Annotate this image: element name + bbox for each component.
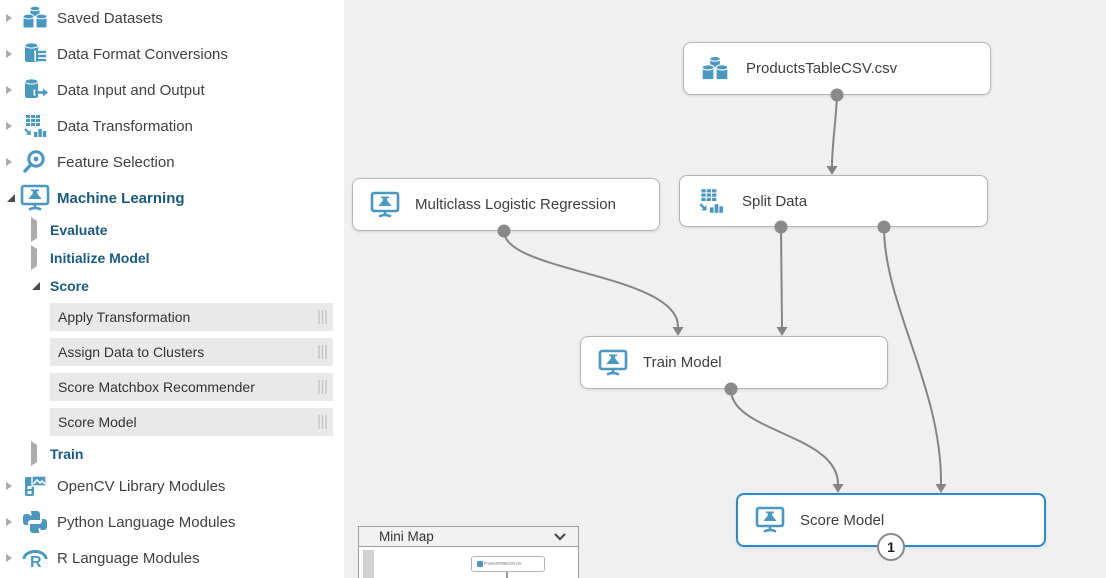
- chevron-expanded-icon[interactable]: [31, 281, 41, 291]
- sidebar-item-label: Machine Learning: [57, 189, 185, 207]
- sidebar-item-label: Data Transformation: [57, 117, 193, 135]
- connection-train-to-score[interactable]: [729, 388, 839, 485]
- node-label: ProductsTableCSV.csv: [746, 60, 898, 77]
- node-products-table-csv[interactable]: ProductsTableCSV.csv: [683, 42, 991, 95]
- chevron-right-icon[interactable]: [6, 49, 16, 59]
- minimap-panel: Mini Map ProductsTableCSV.csv: [358, 526, 579, 578]
- drag-grip-icon[interactable]: [318, 380, 327, 394]
- module-score-matchbox-recommender[interactable]: Score Matchbox Recommender: [50, 373, 333, 401]
- sidebar-item-label: Initialize Model: [50, 250, 150, 266]
- output-port[interactable]: [724, 382, 738, 396]
- split-data-icon: [696, 187, 728, 215]
- chevron-right-icon[interactable]: [6, 553, 16, 563]
- node-label: Split Data: [742, 192, 808, 210]
- arrowhead-icon: [826, 166, 838, 175]
- drag-grip-icon[interactable]: [318, 345, 327, 359]
- connection-mlr-to-train[interactable]: [502, 230, 680, 328]
- arrowhead-icon: [672, 327, 684, 336]
- chevron-right-icon[interactable]: [6, 13, 16, 23]
- sidebar-item-label: Python Language Modules: [57, 513, 236, 531]
- chevron-right-icon[interactable]: [31, 441, 37, 466]
- node-train-model[interactable]: Train Model: [580, 336, 888, 389]
- svg-text:R: R: [30, 554, 42, 571]
- chevron-down-icon[interactable]: [554, 533, 566, 541]
- minimap-body[interactable]: ProductsTableCSV.csv: [358, 547, 579, 578]
- module-label: Score Matchbox Recommender: [58, 379, 255, 395]
- dataset-icon: [700, 55, 732, 83]
- output-port[interactable]: [830, 88, 844, 102]
- module-apply-transformation[interactable]: Apply Transformation: [50, 303, 333, 331]
- drag-grip-icon[interactable]: [318, 310, 327, 324]
- minimap-title: Mini Map: [379, 529, 434, 544]
- sidebar-item-label: Data Input and Output: [57, 81, 205, 99]
- machine-learning-icon: [597, 349, 629, 377]
- minimap-node-label: ProductsTableCSV.csv: [484, 562, 522, 566]
- sidebar-item-label: Evaluate: [50, 222, 108, 238]
- arrowhead-icon: [776, 327, 788, 336]
- arrowhead-icon: [832, 484, 844, 493]
- module-label: Assign Data to Clusters: [58, 344, 205, 360]
- node-order-badge: 1: [877, 533, 905, 561]
- output-port[interactable]: [877, 220, 891, 234]
- sidebar-item-label: OpenCV Library Modules: [57, 477, 226, 495]
- chevron-right-icon[interactable]: [31, 217, 37, 242]
- minimap-node: ProductsTableCSV.csv: [471, 556, 545, 572]
- opencv-icon: [20, 472, 50, 500]
- python-icon: [20, 508, 50, 536]
- sidebar-item-label: Saved Datasets: [57, 9, 163, 27]
- module-score-model[interactable]: Score Model: [50, 408, 333, 436]
- sidebar-item-label: Score: [50, 278, 89, 294]
- r-logo-icon: R: [20, 544, 50, 572]
- arrowhead-icon: [935, 484, 947, 493]
- drag-grip-icon[interactable]: [318, 415, 327, 429]
- sidebar-item-label: Train: [50, 446, 84, 462]
- sidebar-item-label: R Language Modules: [57, 549, 200, 567]
- chevron-right-icon[interactable]: [6, 517, 16, 527]
- node-multiclass-logistic-regression[interactable]: Multiclass Logistic Regression: [352, 178, 660, 231]
- convert-data-icon: [20, 40, 50, 68]
- connection-dataset-to-split[interactable]: [831, 94, 838, 167]
- database-stack-icon: [20, 4, 50, 32]
- chevron-right-icon[interactable]: [31, 245, 37, 270]
- machine-learning-icon: [20, 184, 50, 212]
- experiment-canvas[interactable]: ProductsTableCSV.csv Multiclass Logistic…: [344, 0, 1106, 578]
- node-label: Train Model: [643, 354, 722, 371]
- chevron-right-icon[interactable]: [6, 121, 16, 131]
- connection-split1-to-train[interactable]: [780, 226, 783, 328]
- node-label: Score Model: [800, 511, 885, 529]
- module-label: Score Model: [58, 414, 137, 430]
- data-io-icon: [20, 76, 50, 104]
- chevron-right-icon[interactable]: [6, 157, 16, 167]
- node-split-data[interactable]: Split Data: [679, 175, 988, 227]
- sidebar-item-label: Data Format Conversions: [57, 45, 228, 63]
- chevron-expanded-icon[interactable]: [6, 193, 16, 203]
- machine-learning-icon: [369, 191, 401, 219]
- chevron-right-icon[interactable]: [6, 481, 16, 491]
- connection-split2-to-score[interactable]: [883, 226, 943, 485]
- minimap-sidebar-thumb: [363, 550, 374, 578]
- node-label: Multiclass Logistic Regression: [415, 196, 616, 213]
- output-port[interactable]: [497, 224, 511, 238]
- chevron-right-icon[interactable]: [6, 85, 16, 95]
- minimap-connection: [506, 572, 508, 578]
- transform-grid-icon: [20, 112, 50, 140]
- minimap-header[interactable]: Mini Map: [358, 526, 579, 547]
- module-assign-data-to-clusters[interactable]: Assign Data to Clusters: [50, 338, 333, 366]
- magnifier-icon: [20, 148, 50, 176]
- module-palette-sidebar: Saved Datasets Data Format Conversions: [0, 0, 344, 578]
- output-port[interactable]: [774, 220, 788, 234]
- sidebar-item-label: Feature Selection: [57, 153, 175, 171]
- module-label: Apply Transformation: [58, 309, 191, 325]
- machine-learning-icon: [754, 506, 786, 534]
